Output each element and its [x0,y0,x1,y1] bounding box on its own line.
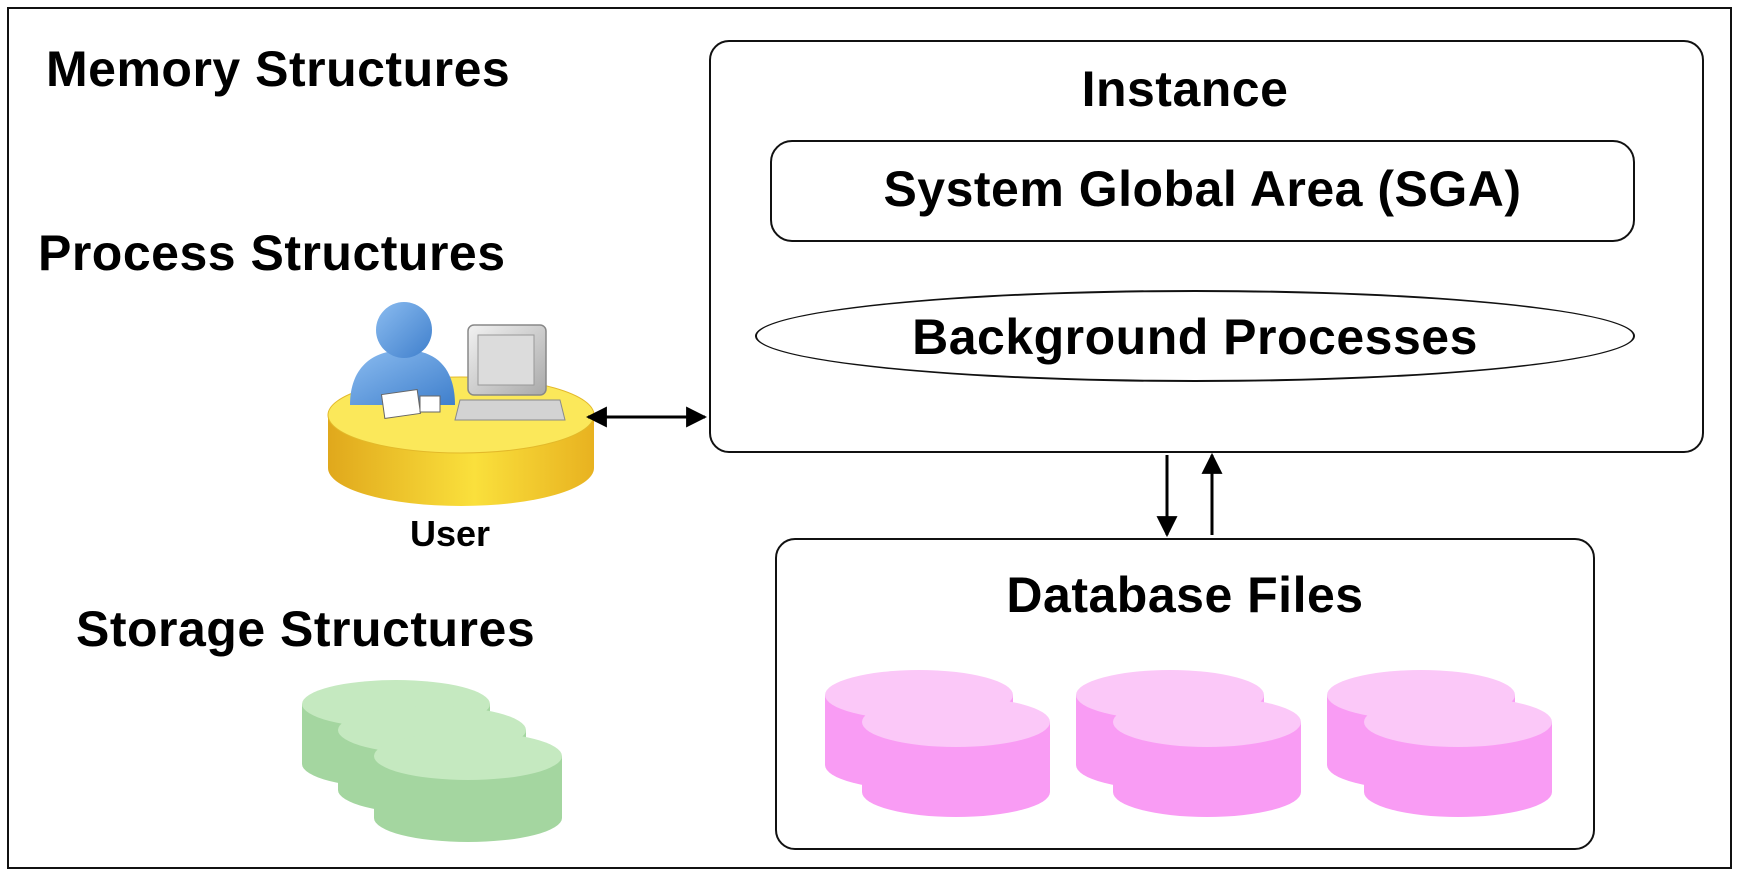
storage-structures-title: Storage Structures [76,601,536,657]
process-structures-title: Process Structures [38,225,506,281]
storage-cylinder [374,732,562,842]
database-cylinder-group-1 [825,670,1050,817]
background-processes-ellipse [755,290,1635,382]
background-processes-label: Background Processes [912,309,1478,365]
user-label: User [409,513,491,554]
instance-title: Instance [1081,61,1289,117]
storage-cylinders-icon [302,680,562,842]
sga-label: System Global Area (SGA) [883,161,1522,217]
database-cylinders-icon [825,670,1552,817]
database-cylinder-group-2 [1076,670,1301,817]
instance-box [709,40,1704,453]
sga-box [770,140,1635,242]
database-cylinder-group-3 [1327,670,1552,817]
database-files-title: Database Files [1006,567,1364,623]
memory-structures-title: Memory Structures [46,41,511,97]
user-at-desk-icon [327,302,595,506]
